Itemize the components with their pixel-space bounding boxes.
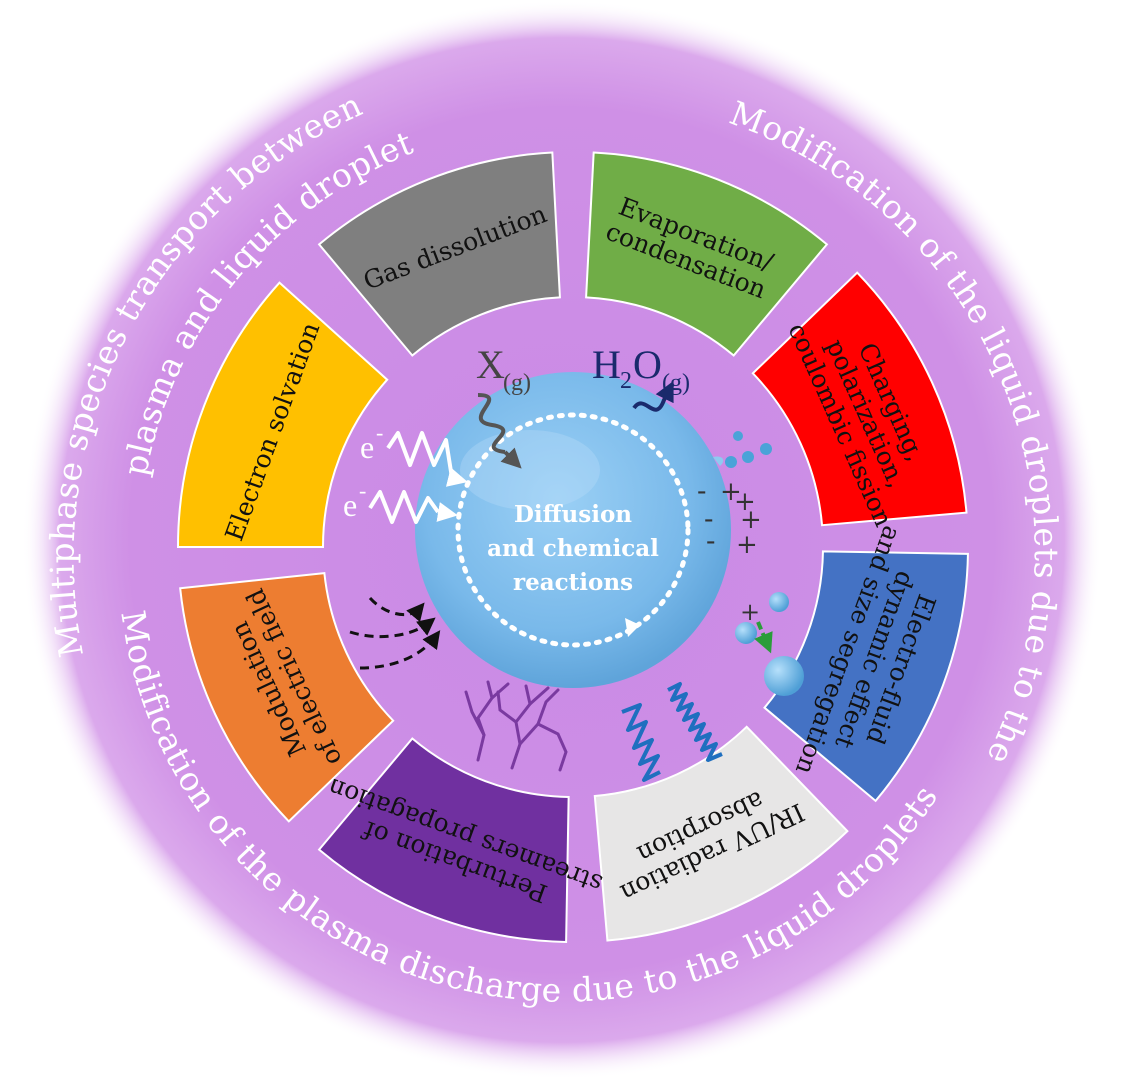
- streamers: [464, 680, 568, 772]
- ejected-droplet: [742, 451, 754, 463]
- merge-arrow: [754, 621, 773, 654]
- electron-wave-1: [386, 431, 454, 479]
- gas-species-h2o: H 2 O (g): [592, 342, 690, 412]
- segment-irUv: [593, 725, 849, 942]
- electron-sup-1: -: [376, 420, 383, 445]
- ejected-droplet: [733, 431, 743, 441]
- center-line3: reactions: [513, 569, 633, 596]
- center-line2: and chemical: [487, 535, 659, 562]
- h2o-arrow: [632, 380, 674, 412]
- minus-sign: -: [704, 502, 713, 535]
- electric-field-lines: [349, 596, 441, 670]
- streamer-branch: [528, 686, 550, 706]
- streamer-branch: [496, 690, 518, 724]
- h2o-2: 2: [620, 368, 632, 394]
- fission-tip: [713, 456, 724, 466]
- streamer-branch: [464, 690, 486, 737]
- ejected-droplet: [760, 443, 772, 455]
- h2o-h: H: [592, 342, 621, 387]
- plus-sign: +: [734, 487, 756, 517]
- segment-efield: [179, 572, 395, 823]
- small-droplet: [769, 592, 789, 612]
- segment-electrofluid: [763, 550, 969, 803]
- segment-evap: [585, 151, 829, 357]
- electrons: e - e -: [343, 420, 468, 524]
- segregation-droplets: +: [735, 592, 804, 696]
- electron-wave-2: [368, 490, 440, 524]
- merged-droplet: [764, 656, 804, 696]
- electron-label-2: e: [343, 487, 357, 523]
- droplet-highlight: [460, 430, 600, 510]
- uv-wave: [667, 682, 723, 762]
- streamer-branch: [536, 722, 568, 772]
- electron-label-1: e: [360, 429, 374, 465]
- electron-arrow-1: [445, 467, 468, 487]
- ir-wave: [621, 703, 661, 782]
- electron-arrow-2: [436, 502, 458, 522]
- minus-sign: -: [697, 474, 706, 507]
- radiation-waves: [621, 682, 723, 782]
- electron-sup-2: -: [359, 478, 366, 503]
- streamer-branch: [518, 688, 560, 746]
- streamer-branch: [476, 680, 494, 762]
- segment-streamers: [317, 737, 570, 943]
- droplet-cycle-arrow: [455, 412, 691, 648]
- ejected-droplet: [725, 456, 737, 468]
- plus-sign: +: [740, 598, 760, 626]
- gas-species-x: X (g): [476, 342, 531, 469]
- minus-sign: -: [706, 524, 715, 557]
- small-droplet: [735, 622, 757, 644]
- x-symbol: X: [476, 342, 505, 387]
- charge-signs: + + + + - - -: [697, 431, 772, 560]
- segment-solvation: [176, 281, 389, 548]
- x-squiggle: [477, 393, 506, 454]
- streamer-branch: [490, 682, 510, 700]
- segment-charging: [751, 271, 968, 527]
- plus-sign: +: [720, 477, 742, 507]
- plus-sign: +: [740, 505, 762, 535]
- field-line: [368, 596, 425, 623]
- cycle-arrowhead: [625, 618, 640, 637]
- h2o-o: O: [633, 342, 662, 387]
- field-line: [349, 617, 436, 639]
- field-line: [359, 630, 441, 670]
- segment-gas: [317, 151, 561, 357]
- center-line1: Diffusion: [514, 501, 632, 528]
- droplet-body: [415, 372, 731, 688]
- droplet: Diffusion and chemical reactions: [415, 372, 731, 688]
- x-arrow: [500, 447, 522, 469]
- plus-sign: +: [736, 530, 758, 560]
- x-subscript: (g): [503, 370, 531, 396]
